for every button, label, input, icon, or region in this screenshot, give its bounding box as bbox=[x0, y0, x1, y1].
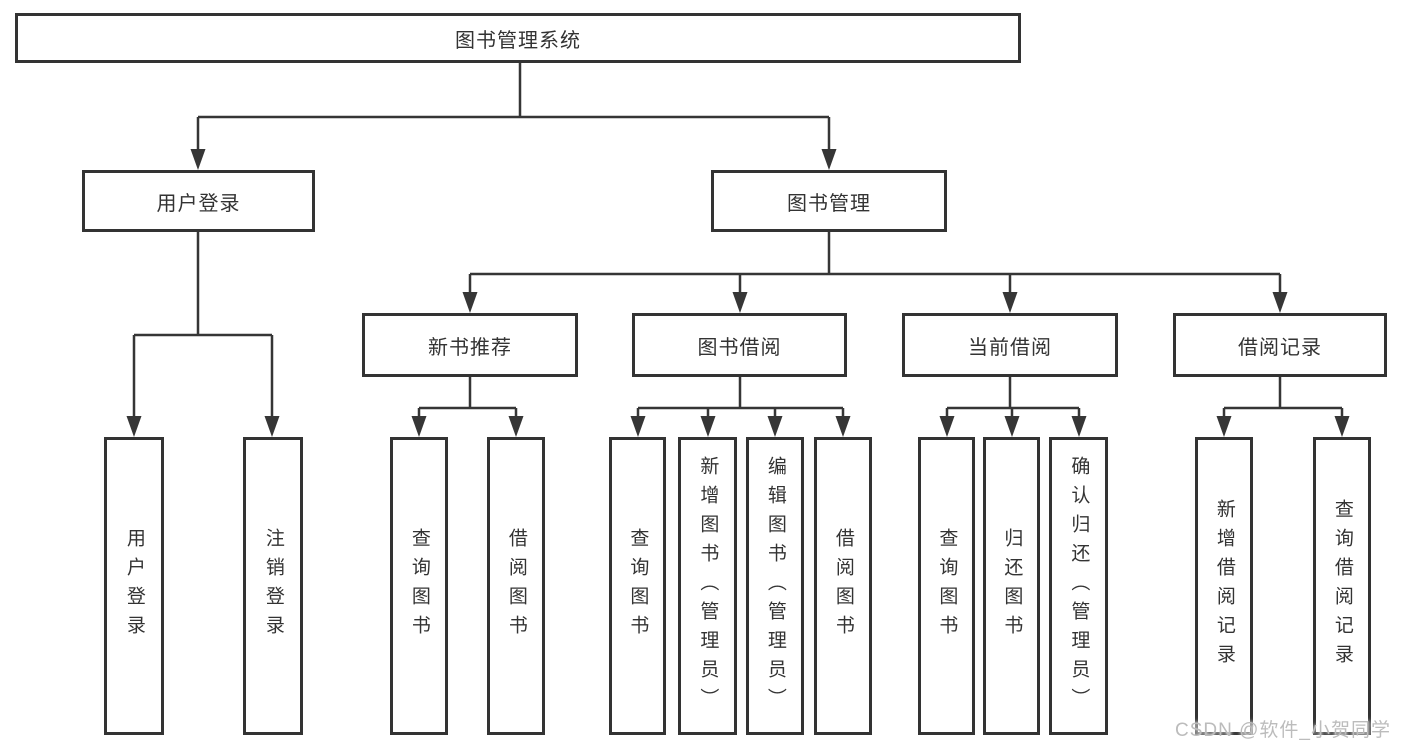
node-new-book-recommend: 新书推荐 bbox=[362, 313, 578, 377]
leaf-query-borrow-record: 查询借阅记录 bbox=[1313, 437, 1371, 735]
arrowhead-icon bbox=[462, 292, 478, 313]
arrowhead-icon bbox=[1272, 292, 1288, 313]
node-current-borrowing: 当前借阅 bbox=[902, 313, 1118, 377]
node-borrowing-records: 借阅记录 bbox=[1173, 313, 1387, 377]
leaf-query-books-1: 查询图书 bbox=[390, 437, 448, 735]
connector-book-management-children bbox=[468, 232, 1282, 296]
arrowhead-icon bbox=[767, 416, 783, 437]
arrowhead-icon bbox=[1071, 416, 1087, 437]
arrowhead-icon bbox=[700, 416, 716, 437]
leaf-query-books-1-label: 查询图书 bbox=[408, 528, 430, 644]
arrowhead-icon bbox=[264, 416, 280, 437]
leaf-query-books-3-label: 查询图书 bbox=[936, 528, 958, 644]
connector-root-to-level2 bbox=[196, 63, 831, 152]
node-book-management: 图书管理 bbox=[711, 170, 947, 232]
arrowhead-icon bbox=[939, 416, 955, 437]
leaf-add-borrow-record-label: 新增借阅记录 bbox=[1213, 499, 1235, 673]
arrowhead-icon bbox=[1334, 416, 1350, 437]
arrowhead-icon bbox=[126, 416, 142, 437]
arrowhead-icon bbox=[411, 416, 427, 437]
leaf-borrow-books-1: 借阅图书 bbox=[487, 437, 545, 735]
leaf-borrow-books-2-label: 借阅图书 bbox=[832, 528, 854, 644]
arrowhead-icons bbox=[126, 149, 1350, 437]
node-book-borrowing-label: 图书借阅 bbox=[697, 336, 782, 359]
connector-current-borrow-children bbox=[945, 377, 1081, 420]
leaf-user-login: 用户登录 bbox=[104, 437, 164, 735]
arrowhead-icon bbox=[190, 149, 206, 170]
arrowhead-icon bbox=[508, 416, 524, 437]
leaf-edit-books-admin: 编辑图书（管理员） bbox=[746, 437, 804, 735]
node-user-login-label: 用户登录 bbox=[156, 192, 241, 215]
arrowhead-icon bbox=[821, 149, 837, 170]
arrowhead-icon bbox=[630, 416, 646, 437]
leaf-query-books-2-label: 查询图书 bbox=[627, 528, 649, 644]
leaf-add-books-admin-label: 新增图书（管理员） bbox=[697, 455, 719, 717]
node-borrowing-records-label: 借阅记录 bbox=[1238, 336, 1322, 359]
leaf-query-books-2: 查询图书 bbox=[609, 437, 666, 735]
connector-book-borrow-children bbox=[636, 377, 845, 420]
watermark: CSDN @软件_小贺同学 bbox=[1175, 720, 1391, 741]
leaf-borrow-books-2: 借阅图书 bbox=[814, 437, 872, 735]
arrowhead-icon bbox=[1004, 416, 1020, 437]
connector-borrow-records-children bbox=[1222, 377, 1344, 420]
node-book-borrowing: 图书借阅 bbox=[632, 313, 847, 377]
leaf-return-books: 归还图书 bbox=[983, 437, 1040, 735]
arrowhead-icon bbox=[835, 416, 851, 437]
node-current-borrowing-label: 当前借阅 bbox=[968, 336, 1052, 359]
leaf-query-books-3: 查询图书 bbox=[918, 437, 975, 735]
node-new-book-recommend-label: 新书推荐 bbox=[428, 336, 512, 359]
node-user-login: 用户登录 bbox=[82, 170, 315, 232]
node-root-label: 图书管理系统 bbox=[455, 29, 581, 52]
leaf-logout: 注销登录 bbox=[243, 437, 303, 735]
leaf-confirm-return-admin-label: 确认归还（管理员） bbox=[1068, 455, 1090, 717]
node-root: 图书管理系统 bbox=[15, 13, 1021, 63]
leaf-query-borrow-record-label: 查询借阅记录 bbox=[1331, 499, 1353, 673]
leaf-return-books-label: 归还图书 bbox=[1001, 528, 1023, 644]
leaf-add-books-admin: 新增图书（管理员） bbox=[678, 437, 737, 735]
leaf-confirm-return-admin: 确认归还（管理员） bbox=[1049, 437, 1108, 735]
node-book-management-label: 图书管理 bbox=[787, 192, 871, 215]
leaf-borrow-books-1-label: 借阅图书 bbox=[505, 528, 527, 644]
leaf-edit-books-admin-label: 编辑图书（管理员） bbox=[764, 455, 786, 717]
leaf-logout-label: 注销登录 bbox=[262, 528, 284, 644]
connector-user-login-children bbox=[132, 232, 274, 420]
arrowhead-icon bbox=[1002, 292, 1018, 313]
leaf-user-login-label: 用户登录 bbox=[123, 528, 145, 644]
connector-lines bbox=[132, 63, 1344, 420]
arrowhead-icon bbox=[732, 292, 748, 313]
leaf-add-borrow-record: 新增借阅记录 bbox=[1195, 437, 1253, 735]
connector-new-book-children bbox=[417, 377, 518, 420]
arrowhead-icon bbox=[1216, 416, 1232, 437]
